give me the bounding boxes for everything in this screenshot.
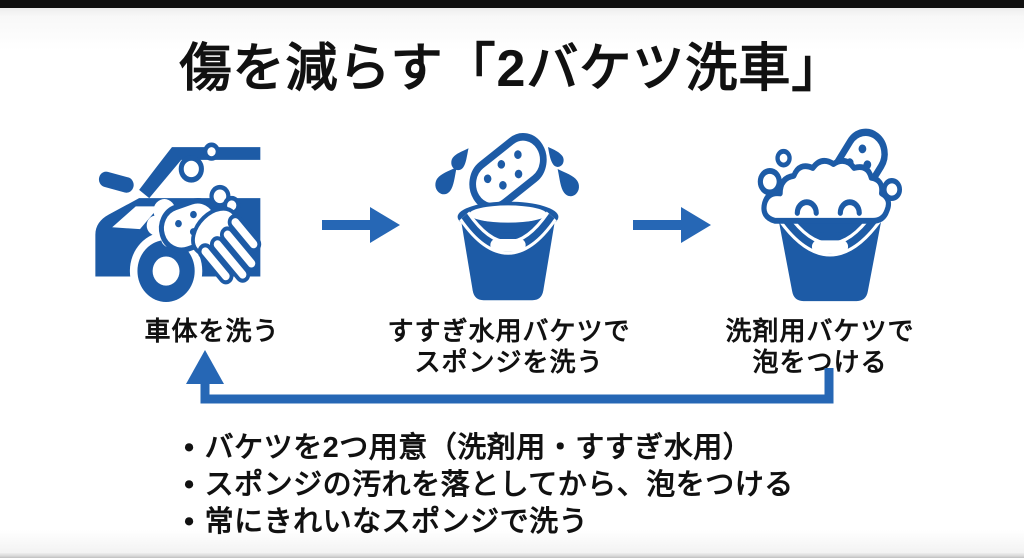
note-text: スポンジの汚れを落としてから、泡をつける — [204, 469, 794, 501]
note-item: • 常にきれいなスポンジで洗う — [184, 504, 794, 541]
foam-bucket-icon — [744, 119, 916, 305]
note-item: • スポンジの汚れを落としてから、泡をつける — [184, 467, 794, 504]
step-label-wash-body: 車体を洗う — [87, 316, 337, 347]
return-arrow-icon — [178, 346, 848, 408]
top-letterbox-bar — [0, 0, 1024, 8]
bullet-icon: • — [184, 506, 195, 538]
note-text: バケツを2つ用意（洗剤用・すすぎ水用） — [204, 432, 753, 464]
step-label-detergent-bucket: 洗剤用バケツで 泡をつける — [690, 316, 950, 378]
step-label-line: すすぎ水用バケツで — [387, 316, 631, 346]
note-item: • バケツを2つ用意（洗剤用・すすぎ水用） — [184, 430, 794, 467]
bullet-icon: • — [184, 432, 195, 464]
rinse-bucket-icon — [424, 124, 592, 306]
arrow-right-icon — [322, 207, 400, 243]
note-text: 常にきれいなスポンジで洗う — [204, 506, 589, 538]
step-label-line: 洗剤用バケツで — [725, 316, 915, 346]
bottom-letterbox-bar — [0, 553, 1024, 558]
bullet-icon: • — [184, 469, 195, 501]
notes-list: • バケツを2つ用意（洗剤用・すすぎ水用） • スポンジの汚れを落としてから、泡をつ… — [184, 430, 794, 541]
step-label-rinse-bucket: すすぎ水用バケツで スポンジを洗う — [374, 316, 644, 378]
arrow-right-icon — [633, 207, 711, 243]
step-label-line: 車体を洗う — [144, 316, 280, 346]
car-wash-icon — [92, 138, 294, 302]
step-label-line: 泡をつける — [752, 347, 888, 377]
page-title: 傷を減らす「2バケツ洗車」 — [179, 40, 845, 98]
step-label-line: スポンジを洗う — [414, 347, 604, 377]
